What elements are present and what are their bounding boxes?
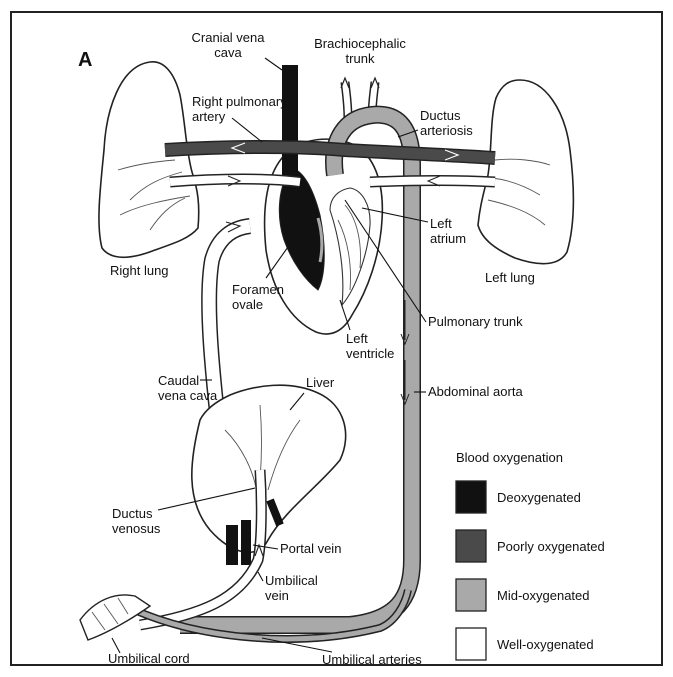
label-line: Caudal xyxy=(158,373,199,388)
label-liver: Liver xyxy=(306,375,335,390)
legend-title: Blood oxygenation xyxy=(456,450,563,465)
legend-label-4: Well-oxygenated xyxy=(497,637,594,652)
label-line: arteriosis xyxy=(420,123,473,138)
label-line: venosus xyxy=(112,521,161,536)
label-line: ovale xyxy=(232,297,263,312)
label-umbilical-arteries: Umbilical arteries xyxy=(322,652,422,667)
legend-label-3: Mid-oxygenated xyxy=(497,588,590,603)
label-line: Umbilical cord xyxy=(108,651,190,666)
label-line: Ductus xyxy=(112,506,153,521)
leader-line-cranial-vena-cava xyxy=(265,58,282,70)
label-line: atrium xyxy=(430,231,466,246)
legend-swatch-1 xyxy=(456,481,486,513)
label-line: Foramen xyxy=(232,282,284,297)
label-left-lung: Left lung xyxy=(485,270,535,285)
label-line: Left xyxy=(346,331,368,346)
label-umbilical-cord: Umbilical cord xyxy=(108,651,190,666)
label-abdominal-aorta: Abdominal aorta xyxy=(428,384,523,399)
umbilical-cord xyxy=(80,595,150,640)
legend-swatch-4 xyxy=(456,628,486,660)
label-line: vein xyxy=(265,588,289,603)
label-line: Ductus xyxy=(420,108,461,123)
leader-line-right-pulmonary-artery xyxy=(232,118,262,142)
label-line: cava xyxy=(214,45,242,60)
left-lung xyxy=(478,80,573,264)
label-line: Abdominal aorta xyxy=(428,384,523,399)
label-line: ventricle xyxy=(346,346,394,361)
label-portal-vein: Portal vein xyxy=(280,541,341,556)
label-line: Left lung xyxy=(485,270,535,285)
cranial-vena-cava-vessel xyxy=(282,65,298,175)
label-line: Left xyxy=(430,216,452,231)
label-line: Pulmonary trunk xyxy=(428,314,523,329)
label-right-lung: Right lung xyxy=(110,263,169,278)
panel-letter: A xyxy=(78,49,92,71)
label-line: trunk xyxy=(346,51,375,66)
label-line: Right lung xyxy=(110,263,169,278)
label-line: Umbilical xyxy=(265,573,318,588)
label-line: Cranial vena xyxy=(192,30,266,45)
leader-line-umbilical-vein xyxy=(258,572,263,581)
label-line: vena cava xyxy=(158,388,218,403)
right-lung xyxy=(99,62,199,257)
legend-label-1: Deoxygenated xyxy=(497,490,581,505)
label-line: artery xyxy=(192,109,226,124)
label-line: Liver xyxy=(306,375,335,390)
label-line: Right pulmonary xyxy=(192,94,287,109)
label-pulmonary-trunk: Pulmonary trunk xyxy=(428,314,523,329)
legend-label-2: Poorly oxygenated xyxy=(497,539,605,554)
label-line: Umbilical arteries xyxy=(322,652,422,667)
label-line: Brachiocephalic xyxy=(314,36,406,51)
legend-swatch-3 xyxy=(456,579,486,611)
legend-swatch-2 xyxy=(456,530,486,562)
label-line: Portal vein xyxy=(280,541,341,556)
liver xyxy=(192,385,346,552)
